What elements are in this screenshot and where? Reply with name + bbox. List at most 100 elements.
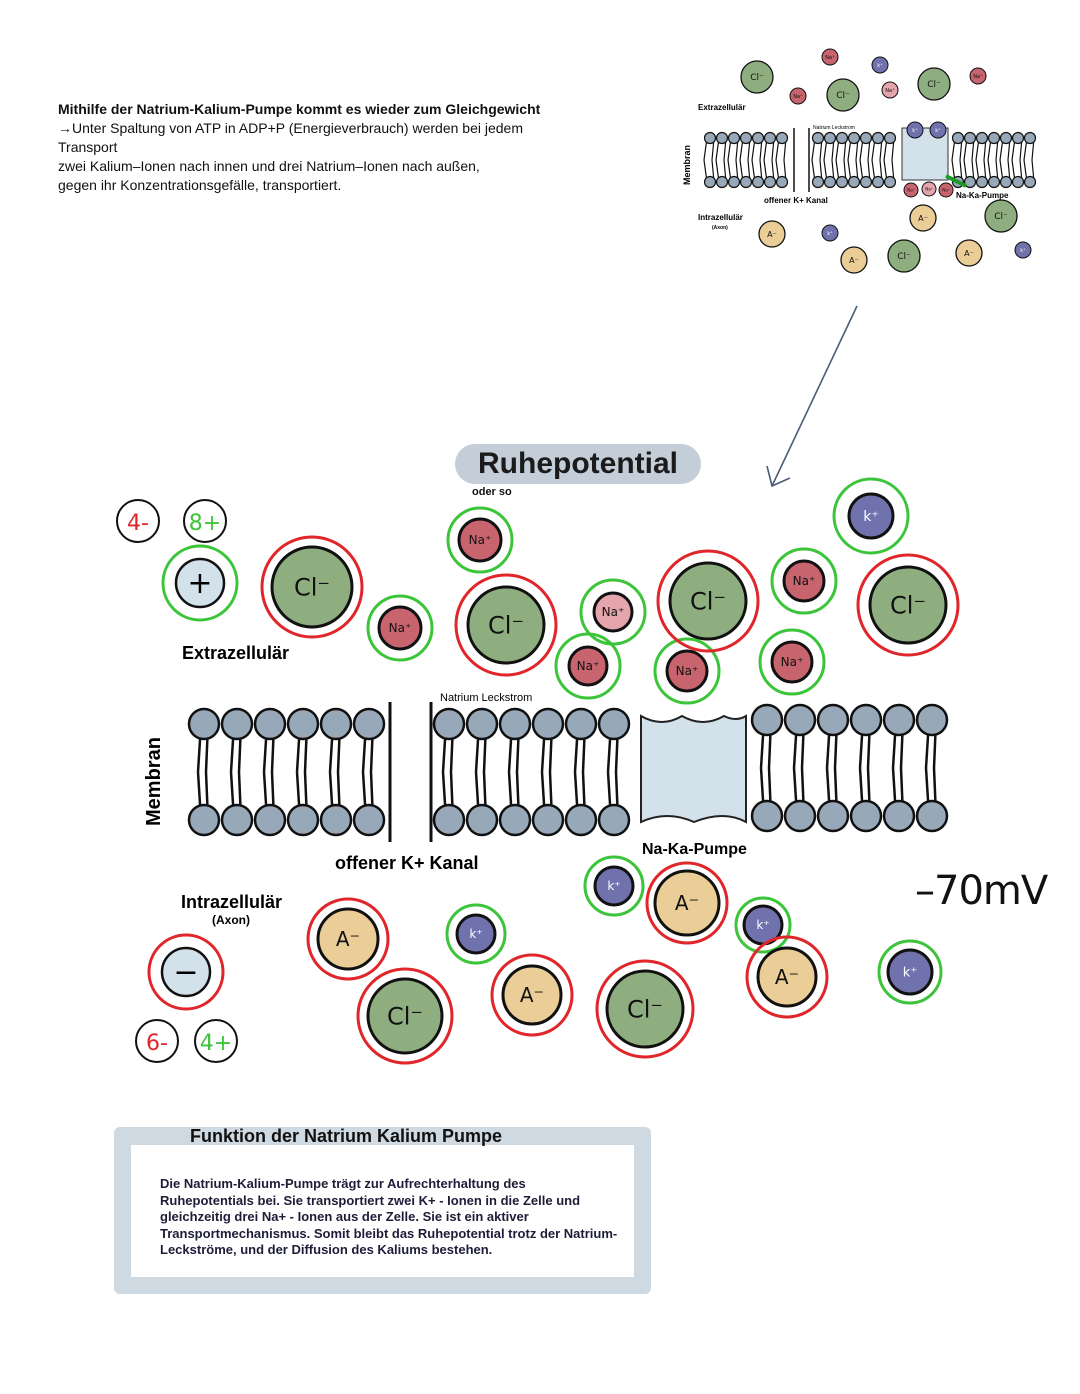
charge-ring	[595, 959, 695, 1059]
phospholipid	[835, 131, 849, 189]
charge-ring	[366, 594, 434, 662]
chloride-ion: Cl⁻	[984, 199, 1018, 233]
lipid-head	[1011, 175, 1025, 189]
charge-ring	[758, 628, 826, 696]
intro-line: →Unter Spaltung von ATP in ADP+P (Energi…	[58, 120, 523, 136]
lipid-head	[963, 175, 977, 189]
lipid-head	[432, 707, 466, 741]
chloride-ion: Cl⁻	[856, 553, 960, 657]
lipid-head	[859, 175, 873, 189]
lipid-head	[498, 803, 532, 837]
phospholipid	[187, 707, 221, 837]
ion-label: Cl⁻	[387, 1002, 423, 1030]
function-box-text: Die Natrium-Kalium-Pumpe trägt zur Aufre…	[160, 1176, 618, 1257]
intro-line: gegen ihr Konzentrationsgefälle, transpo…	[58, 177, 342, 193]
potassium-ion: k⁺	[871, 56, 889, 74]
thumbnail-membrane-label: Membran	[682, 145, 692, 185]
subtitle: oder so	[472, 486, 512, 498]
ion-label: k⁺	[877, 63, 883, 69]
phospholipid	[727, 131, 741, 189]
phospholipid	[751, 131, 765, 189]
lipid-head	[253, 707, 287, 741]
page-title: Ruhepotential	[478, 447, 678, 480]
ion-label: Cl⁻	[927, 80, 941, 90]
plus-sign: +	[187, 566, 212, 601]
lipid-head	[727, 175, 741, 189]
lipid-head	[751, 131, 765, 145]
thumbnail-intracellular-label: Intrazellulär	[698, 213, 743, 222]
anion: A⁻	[306, 897, 390, 981]
lipid-head	[823, 131, 837, 145]
lipid-head	[987, 131, 1001, 145]
count-outside-neg: 4-	[116, 499, 160, 543]
potassium-ion: k⁺	[906, 121, 924, 139]
ion-label: k⁺	[935, 128, 941, 134]
ion-label: k⁺	[827, 231, 833, 237]
lipid-head	[847, 131, 861, 145]
intracellular-label: Intrazellulär	[181, 892, 282, 912]
lipid-head	[783, 703, 817, 737]
potassium-ion: k⁺	[877, 939, 943, 1005]
sodium-ion: Na⁺	[653, 637, 721, 705]
ion-label: A⁻	[767, 230, 777, 239]
phospholipid	[465, 707, 499, 837]
lipid-head	[871, 131, 885, 145]
anion: A⁻	[745, 935, 829, 1019]
ion-label: k⁺	[912, 128, 918, 134]
sodium-ion: Na⁺	[446, 506, 514, 574]
lipid-head	[783, 799, 817, 833]
ion-label: A⁻	[849, 256, 859, 265]
lipid-head	[319, 803, 353, 837]
charge-ring	[832, 477, 910, 555]
phospholipid	[963, 131, 977, 189]
lipid-head	[220, 803, 254, 837]
lipid-head	[751, 175, 765, 189]
charge-ring	[583, 855, 645, 917]
phospholipid	[915, 703, 949, 833]
charge-ring	[856, 553, 960, 657]
lipid-head	[352, 803, 386, 837]
phospholipid	[253, 707, 287, 837]
ion-label: Na⁺	[577, 659, 600, 673]
intro-line: zwei Kalium–Ionen nach innen und drei Na…	[58, 158, 480, 174]
charge-ring	[306, 897, 390, 981]
lipid-head	[465, 803, 499, 837]
lipid-head	[811, 131, 825, 145]
lipid-head	[882, 799, 916, 833]
phospholipid	[951, 131, 965, 189]
lipid-head	[220, 707, 254, 741]
sodium-ion: Na⁺	[821, 48, 839, 66]
chloride-ion: Cl⁻	[917, 67, 951, 101]
function-box-title: Funktion der Natrium Kalium Pumpe	[190, 1126, 503, 1146]
sodium-ion: Na⁺	[938, 182, 954, 198]
ion-label: Cl⁻	[897, 252, 911, 262]
charge-ring	[356, 967, 454, 1065]
lipid-head	[564, 803, 598, 837]
charge-ring	[445, 903, 507, 965]
minus-sign: −	[173, 955, 198, 990]
pump-label: Na-Ka-Pumpe	[642, 841, 747, 858]
anion: A⁻	[758, 220, 786, 248]
phospholipid	[715, 131, 729, 189]
anion: A⁻	[909, 204, 937, 232]
potassium-ion: k⁺	[583, 855, 645, 917]
inside-charge-symbol: −	[147, 933, 225, 1011]
main-ions: Cl⁻Na⁺Na⁺Cl⁻Na⁺Na⁺Na⁺Cl⁻Na⁺Na⁺k⁺Cl⁻A⁻k⁺C…	[260, 477, 960, 1065]
phospholipid	[987, 131, 1001, 189]
ion-label: Na⁺	[825, 55, 835, 61]
lipid-head	[715, 175, 729, 189]
lipid-head	[531, 803, 565, 837]
anion: A⁻	[645, 861, 729, 945]
phospholipid	[871, 131, 885, 189]
sodium-ion: Na⁺	[579, 578, 647, 646]
svg-text:4+: 4+	[200, 1031, 232, 1056]
sodium-ion: Na⁺	[770, 547, 838, 615]
anion: A⁻	[955, 239, 983, 267]
intro-heading: Mithilfe der Natrium-Kalium-Pumpe kommt …	[58, 101, 541, 117]
lipid-head	[715, 131, 729, 145]
thumbnail-pump-arrow	[945, 174, 967, 188]
lipid-head	[187, 707, 221, 741]
main-membrane	[187, 703, 949, 837]
phospholipid	[883, 131, 897, 189]
ion-label: Cl⁻	[994, 212, 1008, 222]
